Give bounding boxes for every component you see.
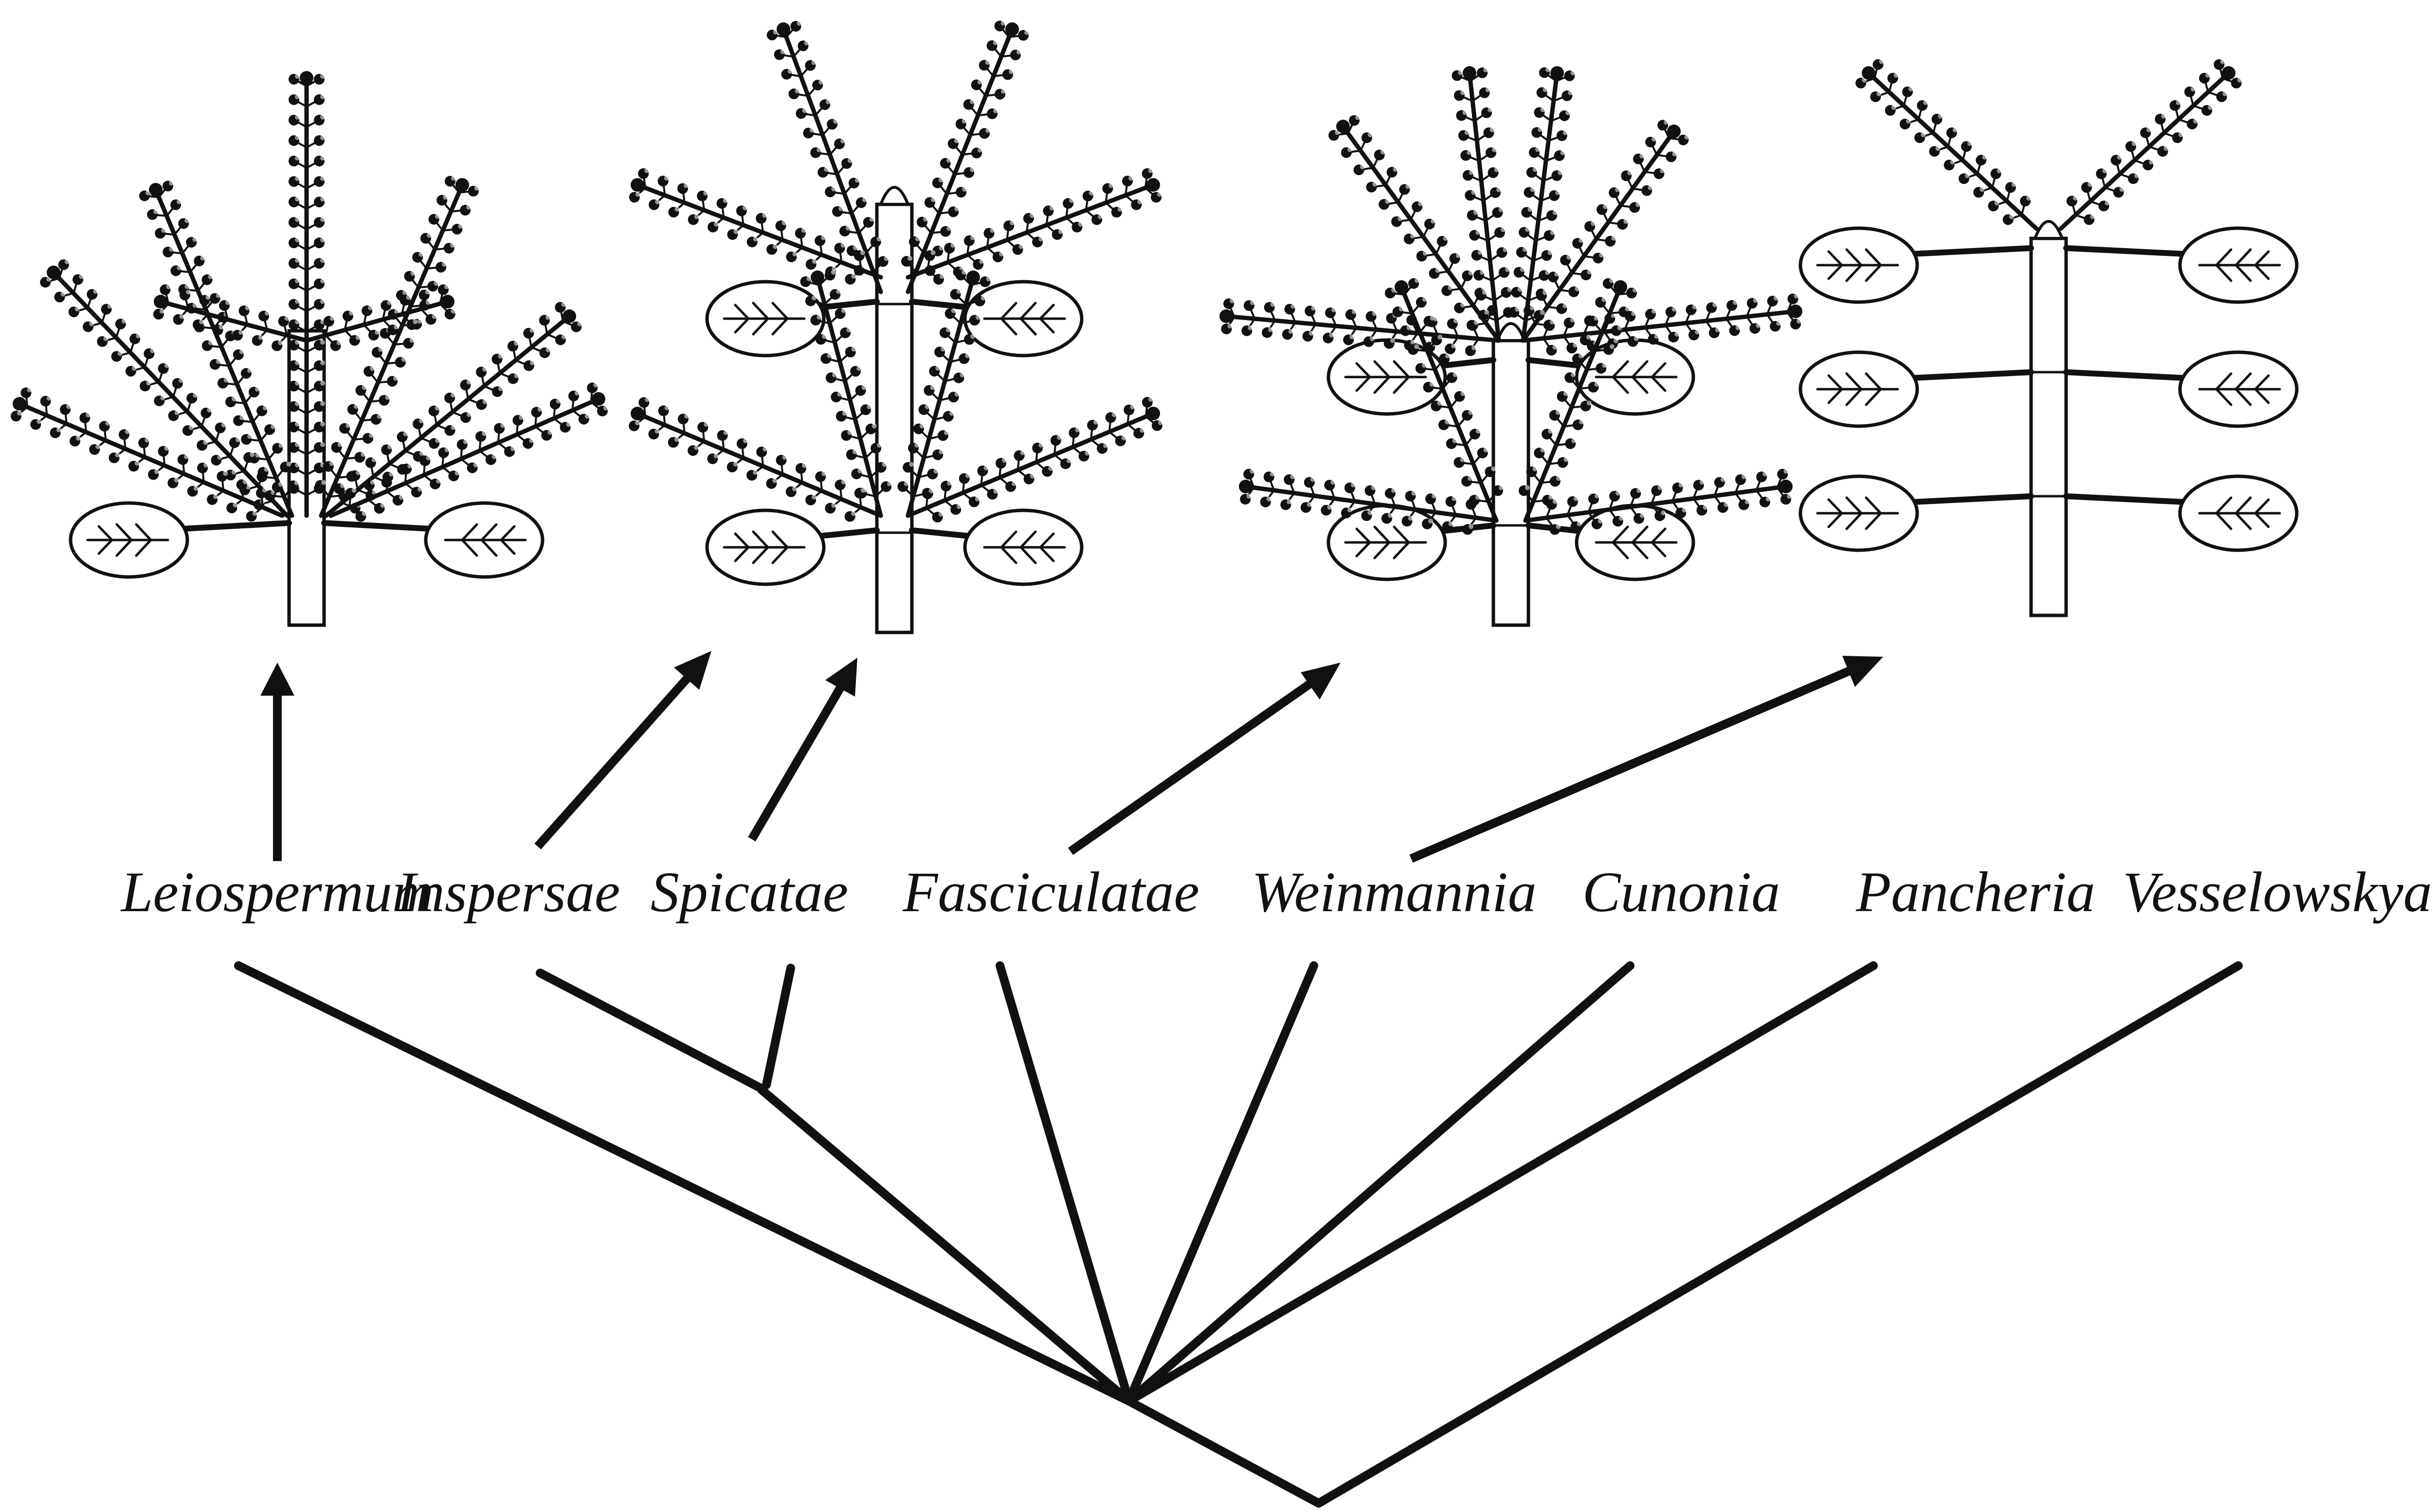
label-fasciculatae: Fasciculatae xyxy=(903,864,1199,921)
label-pancheria: Pancheria xyxy=(1856,864,2095,921)
label-cunonia: Cunonia xyxy=(1582,864,1780,921)
label-vesselowskya: Vesselowskya xyxy=(2123,864,2432,921)
label-leiospermum: Leiospermum xyxy=(121,864,434,921)
label-inspersae: Inspersae xyxy=(397,864,620,921)
label-weinmannia: Weinmannia xyxy=(1252,864,1537,921)
label-spicatae: Spicatae xyxy=(651,864,848,921)
